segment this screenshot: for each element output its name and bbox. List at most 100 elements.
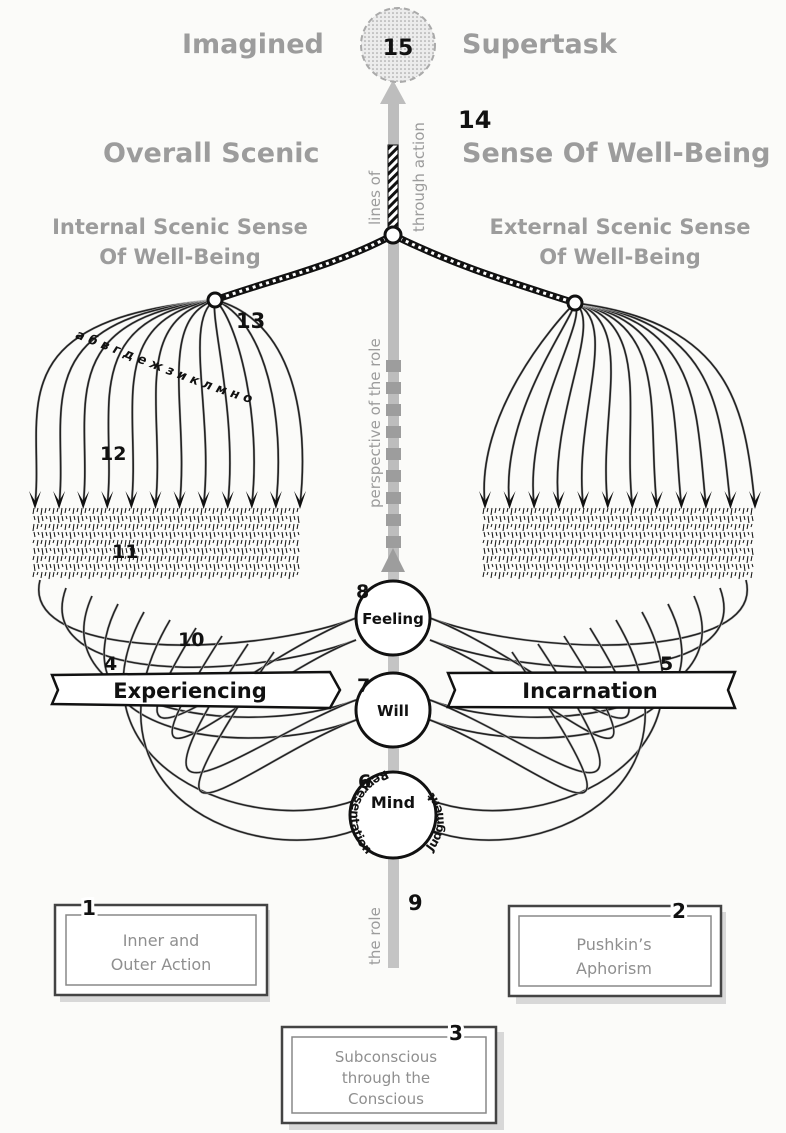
- box-inner-outer-action: 1 Inner and Outer Action: [55, 896, 270, 1002]
- hatch-mark: [181, 508, 182, 515]
- hatch-mark: [516, 516, 517, 519]
- hatch-mark: [508, 532, 509, 535]
- hatch-mark: [559, 524, 560, 528]
- hatch-mark: [297, 572, 298, 575]
- hatch-mark: [94, 548, 95, 554]
- hatch-mark: [269, 540, 270, 545]
- hatch-mark: [149, 540, 150, 545]
- box-3-line-1: Subconscious: [335, 1048, 437, 1066]
- hatch-mark: [105, 540, 106, 547]
- hatch-mark: [651, 572, 652, 578]
- hatch-mark: [520, 548, 521, 551]
- hatch-mark: [484, 516, 485, 520]
- hatch-mark: [238, 532, 239, 535]
- hatch-mark: [265, 508, 266, 513]
- hatch-mark: [676, 564, 677, 570]
- hatch-mark: [262, 532, 263, 538]
- hatch-mark: [73, 540, 74, 543]
- hatch-mark: [173, 508, 174, 514]
- hatch-mark: [679, 540, 680, 545]
- hatch-mark: [101, 508, 102, 515]
- hatch-mark: [691, 556, 692, 561]
- hatch-mark: [504, 532, 505, 537]
- hatch-mark: [213, 540, 214, 543]
- hatch-mark: [644, 532, 645, 537]
- hatch-mark: [182, 548, 183, 555]
- hatch-mark: [278, 548, 279, 552]
- hatch-mark: [743, 556, 744, 560]
- hatch-mark: [58, 532, 59, 535]
- hatch-mark: [57, 572, 58, 575]
- hatch-mark: [532, 548, 533, 555]
- hatch-mark: [277, 572, 278, 575]
- hatch-mark: [150, 516, 151, 522]
- hatch-mark: [110, 564, 111, 568]
- hatch-mark: [277, 540, 278, 546]
- hatch-mark: [185, 572, 186, 576]
- hatch-mark: [65, 556, 66, 559]
- hatch-mark: [712, 564, 713, 567]
- hatch-mark: [539, 524, 540, 528]
- hatch-mark: [724, 548, 725, 554]
- hatch-mark: [150, 548, 151, 551]
- hatch-mark: [293, 540, 294, 543]
- hatch-mark: [142, 548, 143, 555]
- hatch-mark: [599, 524, 600, 528]
- hatch-mark: [37, 572, 38, 575]
- hatch-mark: [683, 556, 684, 560]
- hatch-mark: [138, 564, 139, 569]
- hatch-mark: [278, 564, 279, 569]
- hatch-mark: [118, 532, 119, 535]
- hatch-mark: [672, 564, 673, 567]
- hatch-mark: [627, 572, 628, 575]
- hatch-mark: [125, 524, 126, 530]
- hatch-mark: [274, 564, 275, 571]
- hatch-mark: [121, 572, 122, 578]
- hatch-mark: [551, 572, 552, 578]
- hatch-mark: [683, 540, 684, 543]
- hatch-mark: [197, 540, 198, 546]
- hatch-mark: [555, 540, 556, 547]
- hatch-mark: [73, 572, 74, 577]
- hatch-mark: [173, 524, 174, 531]
- hatch-mark: [85, 540, 86, 547]
- hatch-mark: [576, 532, 577, 536]
- hatch-mark: [699, 508, 700, 511]
- hatch-mark: [181, 540, 182, 544]
- hatch-mark: [218, 564, 219, 569]
- hatch-mark: [66, 564, 67, 570]
- hatch-mark: [639, 572, 640, 579]
- hatch-mark: [50, 564, 51, 568]
- hatch-mark: [619, 556, 620, 562]
- hatch-mark: [213, 524, 214, 531]
- hatch-mark: [591, 540, 592, 544]
- hatch-mark: [711, 572, 712, 578]
- hatch-mark: [596, 548, 597, 553]
- hatch-mark: [185, 556, 186, 559]
- hatch-mark: [496, 532, 497, 536]
- hatch-mark: [507, 540, 508, 546]
- hatch-mark: [483, 524, 484, 531]
- hatch-mark: [583, 572, 584, 577]
- hatch-mark: [286, 564, 287, 570]
- hatch-mark: [117, 524, 118, 529]
- hatch-mark: [647, 540, 648, 546]
- hatch-mark: [676, 548, 677, 553]
- hatch-mark: [531, 556, 532, 561]
- hatch-mark: [89, 508, 90, 511]
- hatch-mark: [298, 548, 299, 552]
- hatch-mark: [748, 532, 749, 535]
- hatch-mark: [488, 564, 489, 569]
- hatch-mark: [751, 572, 752, 578]
- hatch-mark: [488, 516, 489, 523]
- hatch-mark: [700, 532, 701, 539]
- hatch-mark: [57, 524, 58, 529]
- hatch-mark: [106, 532, 107, 536]
- hatch-mark: [675, 556, 676, 559]
- hatch-mark: [169, 540, 170, 545]
- hatch-mark: [563, 572, 564, 577]
- hatch-mark: [142, 516, 143, 521]
- hatch-mark: [162, 516, 163, 521]
- hatch-mark: [699, 524, 700, 528]
- hatch-mark: [688, 516, 689, 523]
